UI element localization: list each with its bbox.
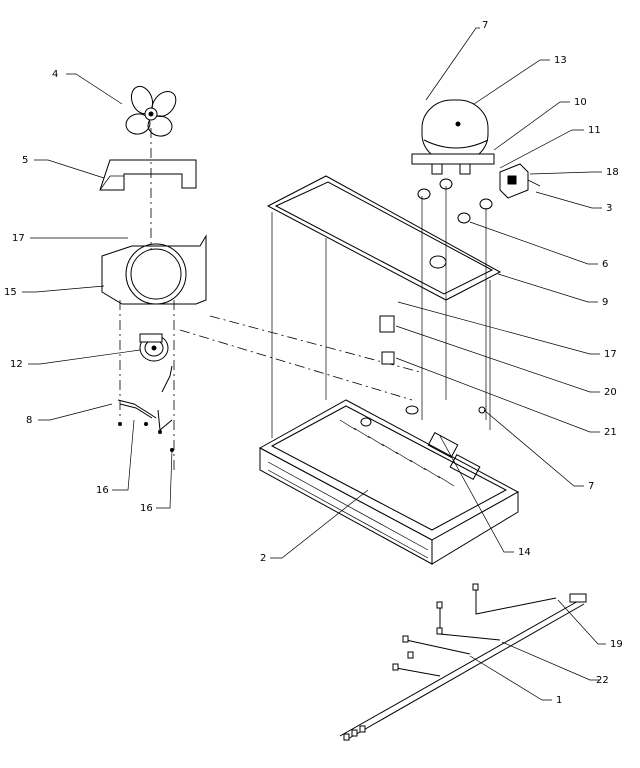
callout-22: 22 <box>596 675 609 686</box>
callout-14: 14 <box>518 547 531 558</box>
compressor <box>411 99 495 175</box>
callout-1: 1 <box>556 695 562 706</box>
callout-11: 11 <box>588 125 601 136</box>
fan-bracket <box>99 159 197 191</box>
callout-7: 7 <box>482 20 488 31</box>
callout-15: 15 <box>4 287 17 298</box>
leader-lines <box>22 27 606 701</box>
callout-20: 20 <box>604 387 617 398</box>
relay <box>499 163 541 199</box>
callout-21: 21 <box>604 427 617 438</box>
callout-17: 17 <box>12 233 25 244</box>
callout-16: 16 <box>96 485 109 496</box>
mounting-plate <box>266 175 502 301</box>
callout-19: 19 <box>610 639 623 650</box>
callout-17: 17 <box>604 349 617 360</box>
callout-7: 7 <box>588 481 594 492</box>
wiring-harness <box>339 583 587 741</box>
callout-8: 8 <box>26 415 32 426</box>
fan-motor <box>139 333 169 362</box>
callout-5: 5 <box>22 155 28 166</box>
callout-16: 16 <box>140 503 153 514</box>
callout-2: 2 <box>260 553 266 564</box>
base-pan <box>258 399 520 565</box>
fan-shroud <box>101 234 207 305</box>
callout-labels: 4 5 17 15 12 8 16 16 7 13 10 11 18 3 6 9… <box>4 20 623 706</box>
fan-blade <box>125 85 177 137</box>
callout-9: 9 <box>602 297 608 308</box>
callout-13: 13 <box>554 55 567 66</box>
callout-12: 12 <box>10 359 23 370</box>
callout-18: 18 <box>606 167 619 178</box>
callout-3: 3 <box>606 203 612 214</box>
callout-4: 4 <box>52 69 58 80</box>
callout-6: 6 <box>602 259 608 270</box>
callout-10: 10 <box>574 97 587 108</box>
